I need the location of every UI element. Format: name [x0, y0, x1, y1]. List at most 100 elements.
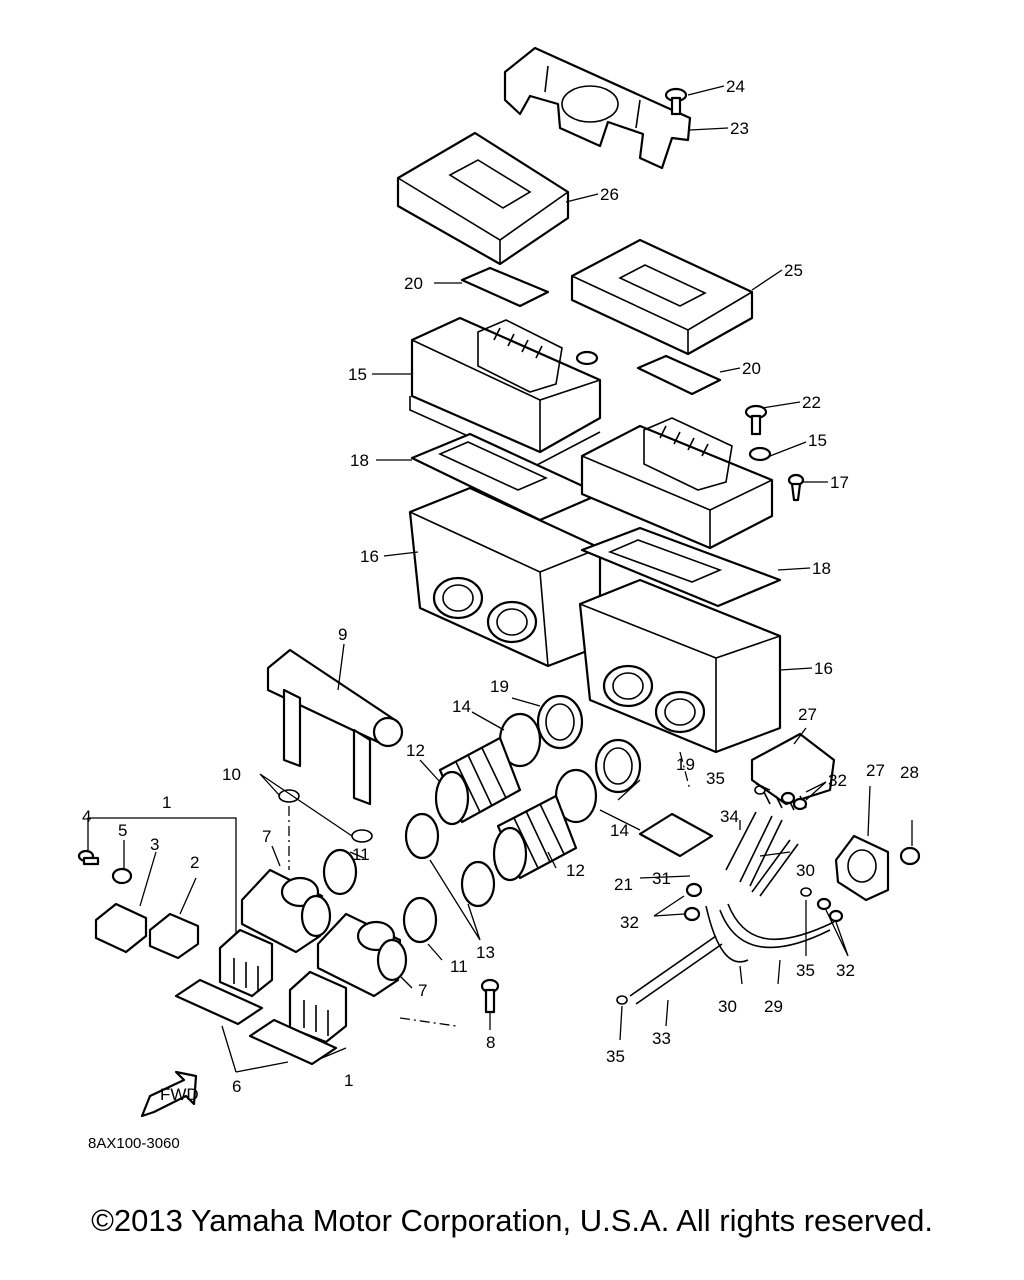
part-21-filter-pad [638, 812, 714, 858]
part-27-fuel-pump [834, 834, 890, 902]
part-34-hose [725, 811, 757, 871]
part-15-air-box-cover [580, 417, 774, 550]
callout-19: 19 [676, 755, 695, 774]
part-32-clip [792, 797, 808, 811]
diagram-code: 8AX100-3060 [88, 1135, 180, 1152]
callout-18: 18 [812, 559, 831, 578]
part-7-manifold [316, 912, 408, 998]
part-8-bolt [480, 978, 500, 1014]
part-15-air-box-cover [409, 316, 602, 467]
callout-30: 30 [718, 997, 737, 1016]
callout-28: 28 [900, 763, 919, 782]
callout-12: 12 [406, 741, 425, 760]
copyright-notice: ©2013 Yamaha Motor Corporation, U.S.A. A… [91, 1203, 933, 1238]
callout-31: 31 [652, 869, 671, 888]
part-13-clamp [404, 812, 440, 860]
part-35-clip [616, 995, 628, 1005]
part-31-hose [739, 815, 783, 887]
part-29-hose [719, 903, 835, 949]
part-11-clamp [322, 848, 358, 896]
part-24-bolt [664, 87, 688, 116]
part-11-clamp [402, 896, 438, 944]
part-13-clamp [460, 860, 496, 908]
part-5-nut [111, 867, 133, 885]
part-33-hose [629, 935, 723, 1005]
callout-33: 33 [652, 1029, 671, 1048]
callout-19: 19 [490, 677, 509, 696]
callout-16: 16 [360, 547, 379, 566]
callout-34: 34 [720, 807, 739, 826]
callout-5: 5 [118, 821, 127, 840]
exploded-parts-diagram: FWD [77, 46, 921, 1152]
part-32-clip [816, 897, 832, 911]
part-23-top-bracket [503, 46, 692, 170]
callout-35: 35 [796, 961, 815, 980]
callout-29: 29 [764, 997, 783, 1016]
fwd-arrow-icon: FWD [140, 1070, 199, 1118]
callout-11: 11 [352, 845, 370, 864]
part-28-cap [899, 846, 921, 866]
callout-3: 3 [150, 835, 159, 854]
callout-20: 20 [742, 359, 761, 378]
callout-2: 2 [190, 853, 199, 872]
callout-labels: 24 23 26 25 20 20 15 15 22 18 18 17 16 1… [82, 77, 919, 1096]
callout-24: 24 [726, 77, 745, 96]
callout-25: 25 [784, 261, 803, 280]
fwd-label: FWD [160, 1085, 199, 1104]
callout-23: 23 [730, 119, 749, 138]
part-32-clip [780, 791, 796, 805]
part-30-hose [751, 839, 799, 897]
callout-1: 1 [344, 1071, 353, 1090]
part-20-pad [636, 354, 722, 396]
part-20-pad [460, 266, 550, 308]
callout-13: 13 [476, 943, 495, 962]
part-17-screw [787, 473, 805, 502]
callout-17: 17 [830, 473, 849, 492]
part-32-clip [685, 882, 703, 898]
callout-16: 16 [814, 659, 833, 678]
callout-35: 35 [606, 1047, 625, 1066]
part-6-gasket [174, 978, 264, 1026]
callout-35: 35 [706, 769, 725, 788]
part-27-fuel-pump [750, 732, 836, 811]
callout-27: 27 [866, 761, 885, 780]
callout-7: 7 [262, 827, 271, 846]
part-12-joint [492, 794, 578, 882]
part-22-bolt [744, 404, 768, 436]
part-1-reed-valve [218, 928, 274, 998]
callout-32: 32 [836, 961, 855, 980]
callout-12: 12 [566, 861, 585, 880]
callout-18: 18 [350, 451, 369, 470]
callout-11: 11 [450, 957, 468, 976]
callout-8: 8 [486, 1033, 495, 1052]
callout-10: 10 [222, 765, 241, 784]
callout-32: 32 [828, 771, 847, 790]
part-9-silencer [266, 648, 404, 806]
leader-lines [87, 85, 913, 1073]
callout-27: 27 [798, 705, 817, 724]
part-32-clip [683, 906, 701, 922]
part-12-joint [434, 736, 522, 826]
callout-7: 7 [418, 981, 427, 1000]
callout-14: 14 [610, 821, 629, 840]
part-7-manifold [240, 868, 332, 954]
callout-1: 1 [162, 793, 171, 812]
part-18-gasket [580, 526, 782, 608]
part-6-gasket [248, 1018, 338, 1066]
part-30-hose [705, 905, 749, 963]
callout-14: 14 [452, 697, 471, 716]
part-4-bolt [77, 849, 100, 866]
callout-6: 6 [232, 1077, 241, 1096]
callout-15: 15 [348, 365, 367, 384]
part-35-clip [800, 887, 812, 897]
callout-15: 15 [808, 431, 827, 450]
part-2-stopper [148, 912, 200, 960]
callout-22: 22 [802, 393, 821, 412]
part-16-air-box [408, 486, 602, 668]
callout-21: 21 [614, 875, 633, 894]
part-16-air-box [578, 578, 782, 754]
part-3-reed [94, 902, 148, 954]
callout-30: 30 [796, 861, 815, 880]
part-19-adapter [536, 694, 584, 750]
callout-9: 9 [338, 625, 347, 644]
